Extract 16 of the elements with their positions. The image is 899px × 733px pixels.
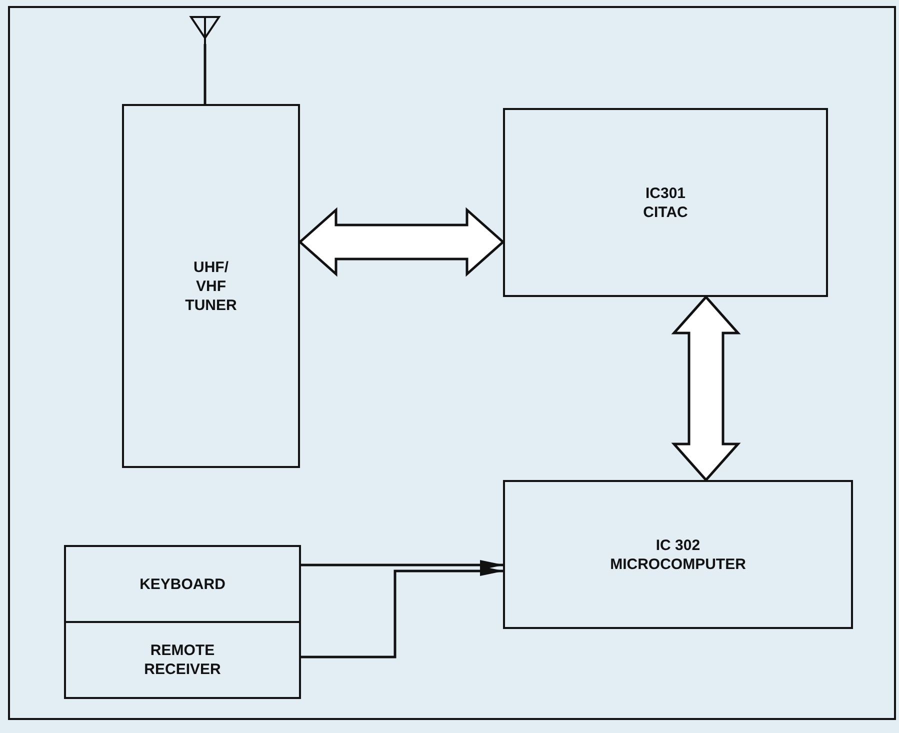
block-box xyxy=(503,108,828,297)
antenna-icon xyxy=(190,16,220,44)
double-arrow xyxy=(671,295,741,482)
block-box xyxy=(503,480,853,629)
arrow xyxy=(301,560,504,570)
block-label: UHF/ VHF TUNER xyxy=(184,258,238,314)
block-box xyxy=(64,545,301,623)
double-arrow xyxy=(298,207,505,277)
block-label: IC301 CITAC xyxy=(642,184,689,222)
connector-line xyxy=(204,44,206,104)
block-box xyxy=(122,104,300,468)
block-label: REMOTE RECEIVER xyxy=(143,641,222,679)
block-box xyxy=(64,621,301,699)
block-label: KEYBOARD xyxy=(140,574,226,594)
arrow xyxy=(301,566,504,658)
block-label: IC 302 MICROCOMPUTER xyxy=(609,536,747,574)
